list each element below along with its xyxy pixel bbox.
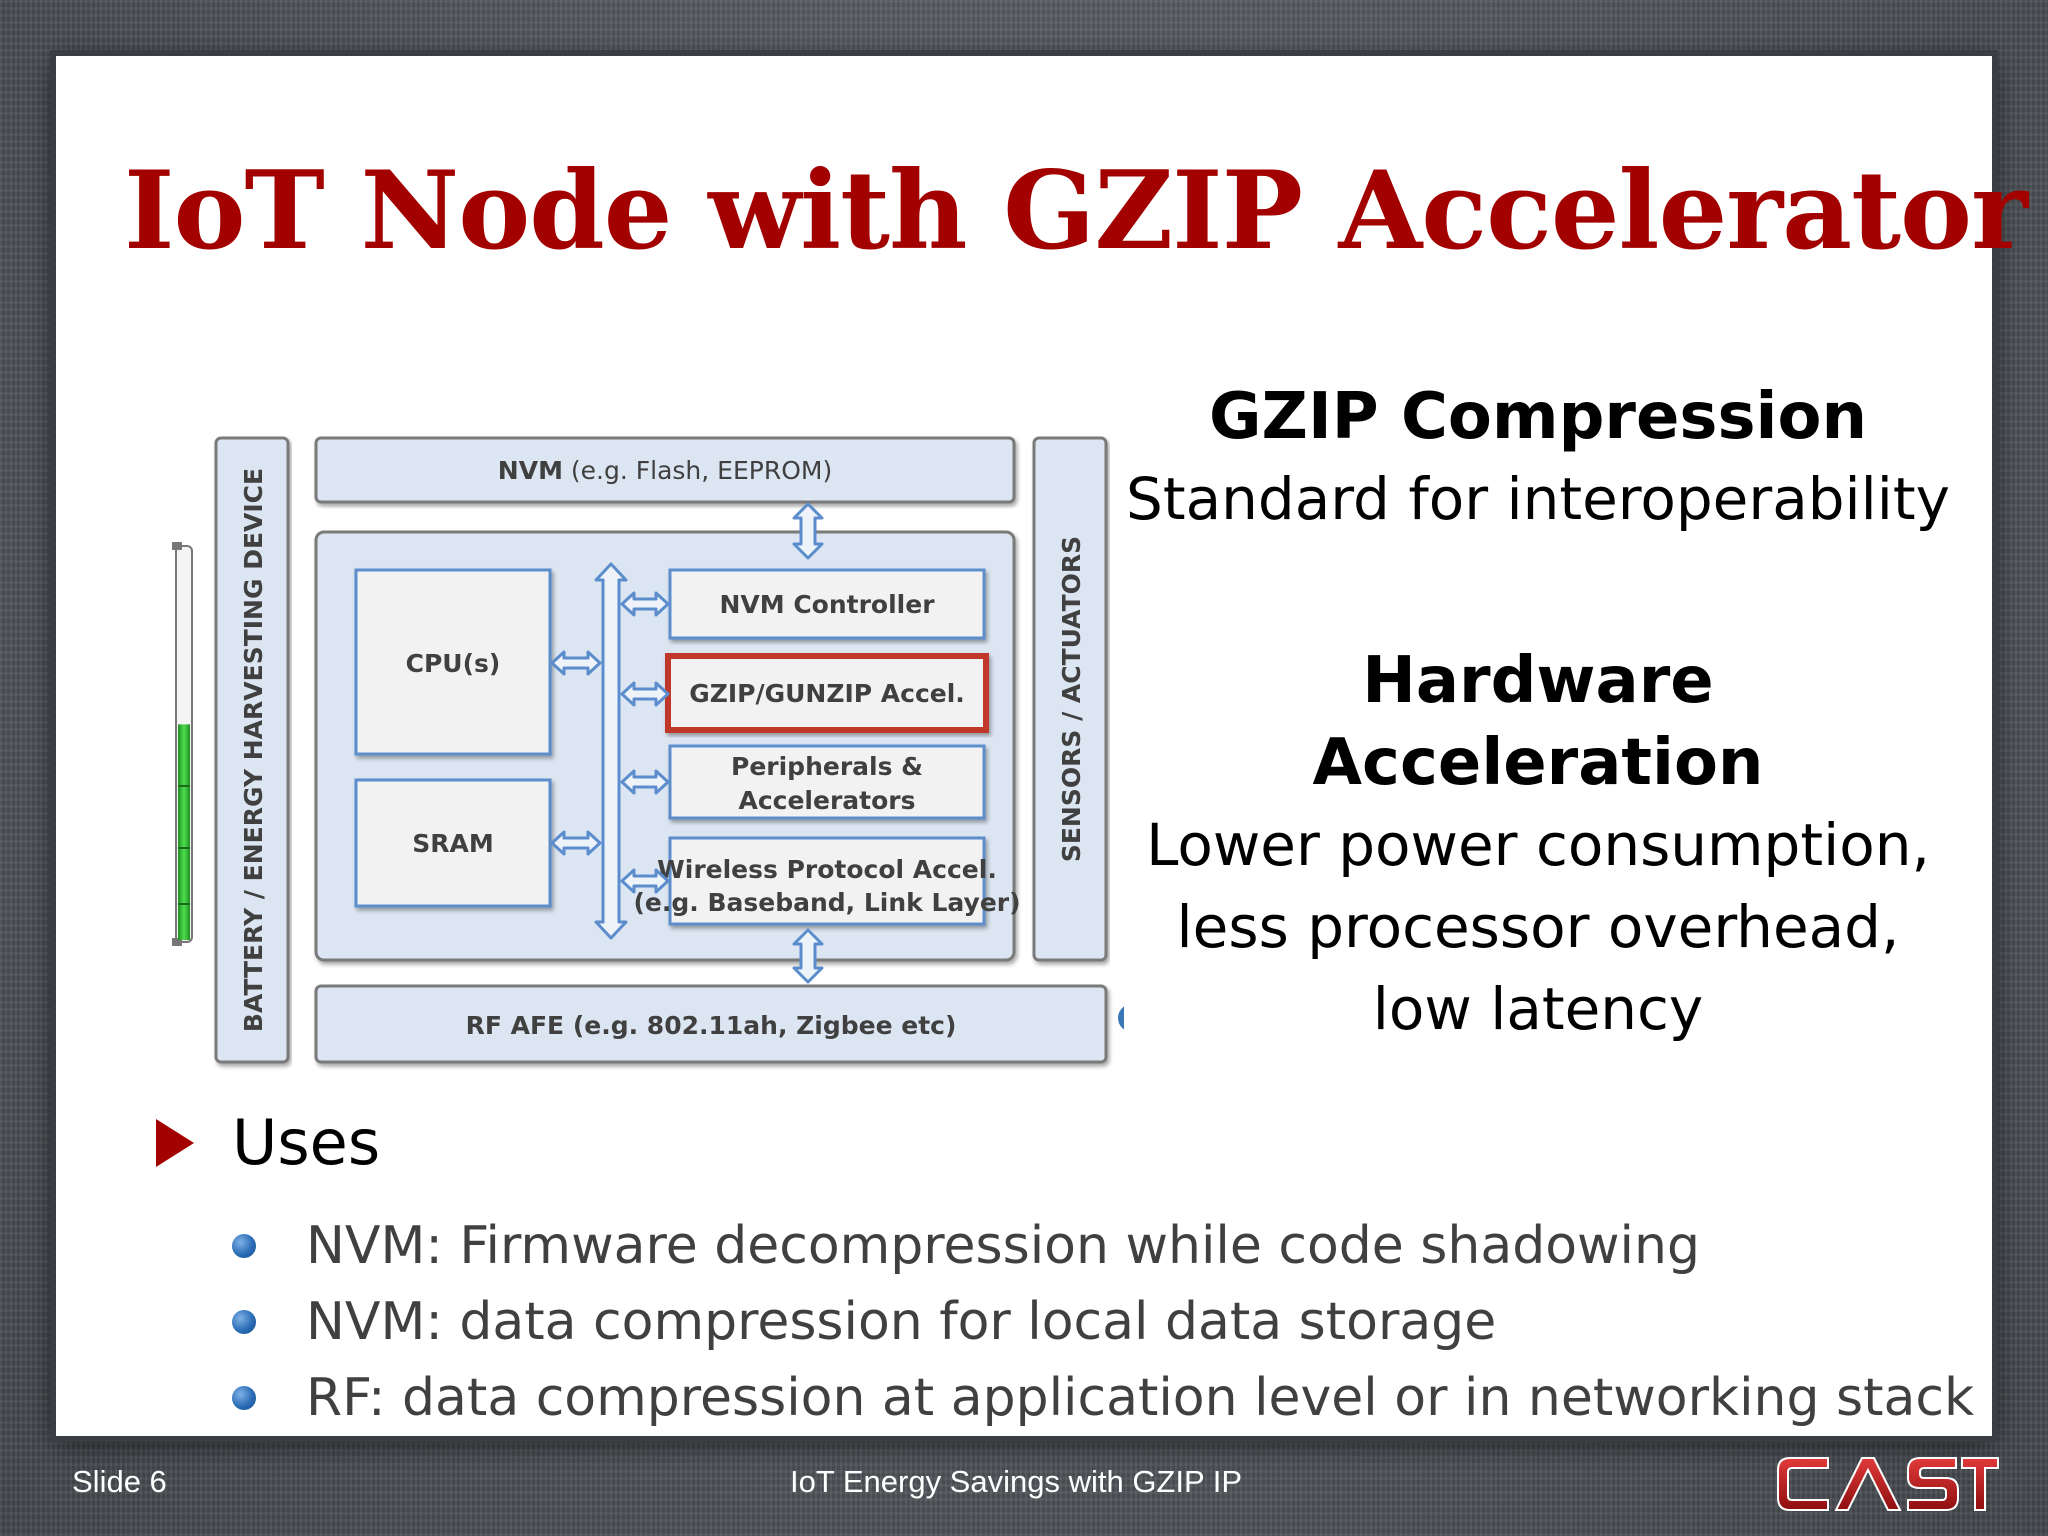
rf-afe-label: RF AFE (e.g. 802.11ah, Zigbee etc) xyxy=(466,1011,957,1040)
round-bullet-icon xyxy=(232,1386,256,1410)
gzip-compression-block: GZIP Compression Standard for interopera… xyxy=(1118,376,1958,540)
wireless-bus-arrow xyxy=(620,868,670,894)
sram-label: SRAM xyxy=(412,829,493,858)
svg-text:NVM (e.g. Flash, EEPROM): NVM (e.g. Flash, EEPROM) xyxy=(498,456,832,485)
rf-link-arrow xyxy=(792,928,824,984)
hardware-acceleration-heading-line1: Hardware xyxy=(1362,644,1714,718)
nvm-controller-bus-arrow xyxy=(620,591,670,617)
list-item: NVM: Firmware decompression while code s… xyxy=(232,1208,1974,1284)
slide-number: Slide 6 xyxy=(72,1464,167,1499)
triangle-bullet-icon xyxy=(156,1118,194,1167)
battery-icon xyxy=(172,542,193,946)
uses-item-text: RF: data compression at application leve… xyxy=(306,1368,1975,1428)
sensors-actuators-label: SENSORS / ACTUATORS xyxy=(1057,536,1086,862)
hardware-acceleration-block: Hardware Acceleration Lower power consum… xyxy=(1118,640,1958,1050)
gzip-bus-arrow xyxy=(620,681,670,707)
uses-item-text: NVM: data compression for local data sto… xyxy=(306,1292,1497,1352)
battery-energy-box: BATTERY / ENERGY HARVESTING DEVICE xyxy=(214,436,290,1064)
sram-bus-arrow xyxy=(550,830,602,856)
hardware-acceleration-text-line3: low latency xyxy=(1372,975,1704,1043)
uses-item-text: NVM: Firmware decompression while code s… xyxy=(306,1216,1700,1276)
rf-afe-box: RF AFE (e.g. 802.11ah, Zigbee etc) xyxy=(314,984,1108,1064)
uses-list: NVM: Firmware decompression while code s… xyxy=(232,1208,1974,1436)
slide: IoT Node with GZIP Accelerator BATTERY /… xyxy=(56,56,2028,1436)
presentation-title: IoT Energy Savings with GZIP IP xyxy=(790,1464,1242,1499)
round-bullet-icon xyxy=(232,1310,256,1334)
cpu-bus-arrow xyxy=(550,650,602,676)
gzip-accel-label: GZIP/GUNZIP Accel. xyxy=(689,679,965,708)
battery-energy-label: BATTERY / ENERGY HARVESTING DEVICE xyxy=(239,468,268,1032)
nvm-link-arrow xyxy=(792,502,824,560)
uses-heading: Uses xyxy=(232,1106,381,1179)
system-bus-arrow xyxy=(594,562,628,940)
edge-semicircle-mark xyxy=(1118,1006,1124,1030)
cast-logo xyxy=(1777,1457,1999,1511)
uses-bullet: Uses xyxy=(156,1106,380,1179)
list-item: NVM: data compression for local data sto… xyxy=(232,1284,1974,1360)
nvm-controller-box: NVM Controller xyxy=(668,568,986,640)
peripherals-box: Peripherals & Accelerators xyxy=(668,744,986,820)
peripherals-label-line2: Accelerators xyxy=(738,786,915,815)
cpu-label: CPU(s) xyxy=(406,649,501,678)
list-item: RF: data compression at application leve… xyxy=(232,1360,1974,1436)
wireless-label-line2: (e.g. Baseband, Link Layer) xyxy=(633,888,1020,917)
iot-node-diagram: BATTERY / ENERGY HARVESTING DEVICE NVM (… xyxy=(172,436,1124,1064)
nvm-label-rest: (e.g. Flash, EEPROM) xyxy=(563,456,832,485)
peripherals-bus-arrow xyxy=(620,769,670,795)
hardware-acceleration-heading-line2: Acceleration xyxy=(1312,726,1764,800)
wireless-protocol-box: Wireless Protocol Accel. (e.g. Baseband,… xyxy=(633,836,1021,926)
wireless-label-line1: Wireless Protocol Accel. xyxy=(657,855,997,884)
sram-box: SRAM xyxy=(354,778,552,908)
gzip-compression-heading: GZIP Compression xyxy=(1209,380,1867,454)
round-bullet-icon xyxy=(232,1234,256,1258)
nvm-box: NVM (e.g. Flash, EEPROM) xyxy=(314,436,1016,504)
cpu-box: CPU(s) xyxy=(354,568,552,756)
nvm-controller-label: NVM Controller xyxy=(719,590,935,619)
peripherals-label-line1: Peripherals & xyxy=(731,752,923,781)
hardware-acceleration-text-line2: less processor overhead, xyxy=(1176,893,1900,961)
battery-level-fill xyxy=(178,724,190,940)
slide-title: IoT Node with GZIP Accelerator xyxy=(124,148,2028,274)
nvm-label-bold: NVM xyxy=(498,456,563,485)
hardware-acceleration-text-line1: Lower power consumption, xyxy=(1146,811,1930,879)
gzip-compression-text: Standard for interoperability xyxy=(1126,465,1950,533)
sensors-actuators-box: SENSORS / ACTUATORS xyxy=(1032,436,1108,962)
gzip-accel-box: GZIP/GUNZIP Accel. xyxy=(665,653,989,733)
